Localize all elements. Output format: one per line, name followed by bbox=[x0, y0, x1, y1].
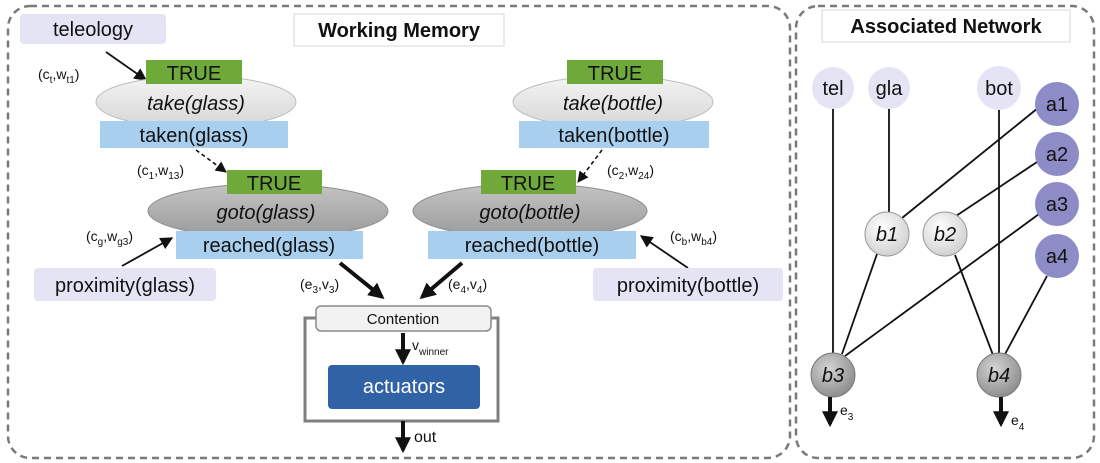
edge-a3-b3 bbox=[844, 213, 1040, 357]
node-b1 bbox=[864, 211, 910, 257]
node-tel-label: tel bbox=[822, 78, 843, 100]
goto-bottle-label: goto(bottle) bbox=[479, 202, 580, 224]
node-b2-label: b2 bbox=[934, 224, 956, 246]
edge-b2-b4 bbox=[954, 254, 994, 356]
reached-bottle-box bbox=[428, 231, 636, 259]
reached-bottle-label: reached(bottle) bbox=[465, 235, 600, 257]
take-bottle-status: TRUE bbox=[588, 63, 642, 85]
edge-a2-b2 bbox=[952, 161, 1038, 219]
node-gla-label: gla bbox=[876, 78, 904, 100]
associated-network-title: Associated Network bbox=[850, 16, 1042, 38]
node-bot bbox=[977, 66, 1021, 110]
weight-cb-wb4: (cb,wb4) bbox=[670, 228, 717, 248]
edge-b1-b3 bbox=[841, 253, 878, 355]
edge-taken-glass-to-goto-glass bbox=[195, 149, 227, 173]
output-e4-label: e4 bbox=[1011, 412, 1025, 433]
taken-glass-box bbox=[100, 121, 288, 148]
associated-network-title-box bbox=[821, 9, 1071, 43]
contention-box bbox=[315, 305, 492, 332]
v-winner-label: vwinner bbox=[412, 337, 449, 358]
taken-bottle-box bbox=[519, 121, 709, 148]
node-a1-label: a1 bbox=[1046, 94, 1068, 116]
node-a1 bbox=[1035, 82, 1079, 126]
weight-cg-wg3: (cg,wg3) bbox=[86, 228, 133, 248]
edge-a1-b1 bbox=[901, 107, 1039, 219]
proximity-glass-box bbox=[34, 268, 216, 301]
goto-glass-label: goto(glass) bbox=[217, 202, 316, 224]
node-a4-label: a4 bbox=[1046, 246, 1068, 268]
take-glass-status: TRUE bbox=[167, 63, 221, 85]
weight-ct-wt1: (ct,wt1) bbox=[38, 66, 79, 86]
output-e3-label: e3 bbox=[840, 402, 854, 423]
taken-bottle-label: taken(bottle) bbox=[558, 125, 669, 147]
node-b3 bbox=[810, 352, 856, 398]
edge-proximity-bottle-to-goto-bottle bbox=[639, 235, 689, 269]
weight-e4-v4: (e4,v4) bbox=[448, 276, 487, 296]
goto-bottle-status: TRUE bbox=[501, 173, 555, 195]
node-bot-label: bot bbox=[985, 78, 1013, 100]
working-memory-title: Working Memory bbox=[318, 20, 481, 42]
associated-network-panel: Associated Network tel gla bot a1 a2 a3 … bbox=[794, 4, 1096, 460]
reached-glass-label: reached(glass) bbox=[203, 235, 335, 257]
working-memory-panel: Working Memory teleology (ct,wt1) TRUE t… bbox=[6, 4, 792, 460]
edge-a4-b4 bbox=[1003, 275, 1048, 357]
edge-reached-bottle-to-contention bbox=[419, 261, 464, 300]
take-bottle-label: take(bottle) bbox=[563, 93, 663, 115]
proximity-bottle-label: proximity(bottle) bbox=[617, 275, 759, 297]
edge-taken-bottle-to-goto-bottle bbox=[577, 149, 603, 183]
node-gla bbox=[868, 67, 910, 109]
node-b1-label: b1 bbox=[876, 224, 898, 246]
actuators-box bbox=[328, 365, 480, 409]
reached-glass-box bbox=[176, 231, 363, 259]
goto-glass-status-badge bbox=[227, 170, 322, 194]
node-a2 bbox=[1035, 132, 1079, 176]
take-bottle-status-badge bbox=[567, 60, 663, 84]
contention-label: Contention bbox=[367, 311, 440, 328]
teleology-box bbox=[20, 14, 166, 44]
proximity-glass-label: proximity(glass) bbox=[55, 275, 195, 297]
take-glass-label: take(glass) bbox=[147, 93, 245, 115]
node-a3 bbox=[1035, 182, 1079, 226]
weight-e3-v3: (e3,v3) bbox=[300, 276, 339, 296]
actuators-label: actuators bbox=[363, 376, 445, 398]
weight-c1-w13: (c1,w13) bbox=[137, 162, 184, 182]
out-label: out bbox=[414, 429, 437, 446]
goto-glass-status: TRUE bbox=[247, 173, 301, 195]
node-a4 bbox=[1035, 234, 1079, 278]
weight-c2-w24: (c2,w24) bbox=[607, 162, 654, 182]
goto-bottle-status-badge bbox=[481, 170, 576, 194]
edge-proximity-glass-to-goto-glass bbox=[121, 237, 174, 267]
associated-network-frame bbox=[794, 4, 1096, 460]
network-edges bbox=[832, 107, 1048, 358]
take-glass-status-badge bbox=[146, 60, 242, 84]
edge-reached-glass-to-contention bbox=[338, 261, 385, 300]
node-a3-label: a3 bbox=[1046, 194, 1068, 216]
node-b4-label: b4 bbox=[988, 365, 1010, 387]
node-b2 bbox=[922, 211, 968, 257]
node-tel bbox=[812, 67, 854, 109]
proximity-bottle-box bbox=[593, 268, 783, 301]
working-memory-title-box bbox=[293, 13, 505, 47]
taken-glass-label: taken(glass) bbox=[140, 125, 249, 147]
edge-teleology-to-take-glass bbox=[105, 51, 148, 81]
node-b3-label: b3 bbox=[822, 365, 844, 387]
node-a2-label: a2 bbox=[1046, 144, 1068, 166]
working-memory-frame bbox=[6, 4, 792, 460]
teleology-label: teleology bbox=[53, 19, 133, 41]
